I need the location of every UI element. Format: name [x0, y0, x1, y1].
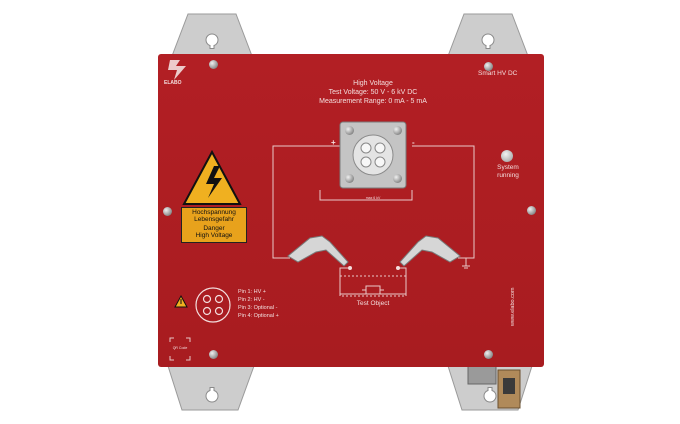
hv-connector-icon	[339, 121, 407, 189]
pin-label-2: Pin 2: HV -	[238, 297, 265, 303]
high-voltage-warning-icon	[182, 149, 242, 205]
system-running-led	[501, 150, 513, 162]
model-name: Smart HV DC	[478, 70, 518, 77]
screw	[484, 62, 493, 71]
probe-right-icon	[399, 235, 461, 267]
website-url: www.elabo.com	[510, 287, 516, 326]
screw	[527, 206, 536, 215]
warning-label: Hochspannung Lebensgefahr Danger High Vo…	[181, 207, 247, 243]
minus-terminal-label: -	[412, 138, 415, 147]
warning-line-2: Lebensgefahr	[194, 216, 234, 223]
test-object-label: Test Object	[356, 300, 390, 307]
warning-line-1: Hochspannung	[192, 209, 236, 216]
caution-icon	[174, 294, 188, 308]
qr-code-label: QR Code	[172, 346, 188, 350]
warning-line-4: High Voltage	[195, 232, 233, 239]
panel-title: High Voltage	[353, 80, 393, 87]
connector-caption: max 6 kV	[365, 196, 381, 200]
qr-code-placeholder	[169, 337, 191, 361]
brand-logo-text: ELABO	[164, 80, 182, 86]
pin-connector-icon	[195, 287, 231, 323]
screw	[484, 350, 493, 359]
screw	[209, 350, 218, 359]
warning-line-3: Danger	[203, 225, 225, 232]
elabo-logo	[168, 60, 186, 80]
plus-terminal-label: +	[331, 138, 336, 147]
screw	[345, 126, 354, 135]
screw	[393, 126, 402, 135]
screw	[345, 174, 354, 183]
led-label-line2: running	[497, 172, 519, 179]
pin-label-3: Pin 3: Optional -	[238, 305, 278, 311]
test-voltage: Test Voltage: 50 V - 6 kV DC	[328, 89, 418, 96]
screw	[163, 207, 172, 216]
screw	[393, 174, 402, 183]
probe-left-icon	[287, 235, 349, 267]
screw	[209, 60, 218, 69]
pin-label-1: Pin 1: HV +	[238, 289, 266, 295]
measurement-range: Measurement Range: 0 mA - 5 mA	[319, 98, 427, 105]
led-label-line1: System	[497, 164, 519, 171]
pin-label-4: Pin 4: Optional +	[238, 313, 279, 319]
